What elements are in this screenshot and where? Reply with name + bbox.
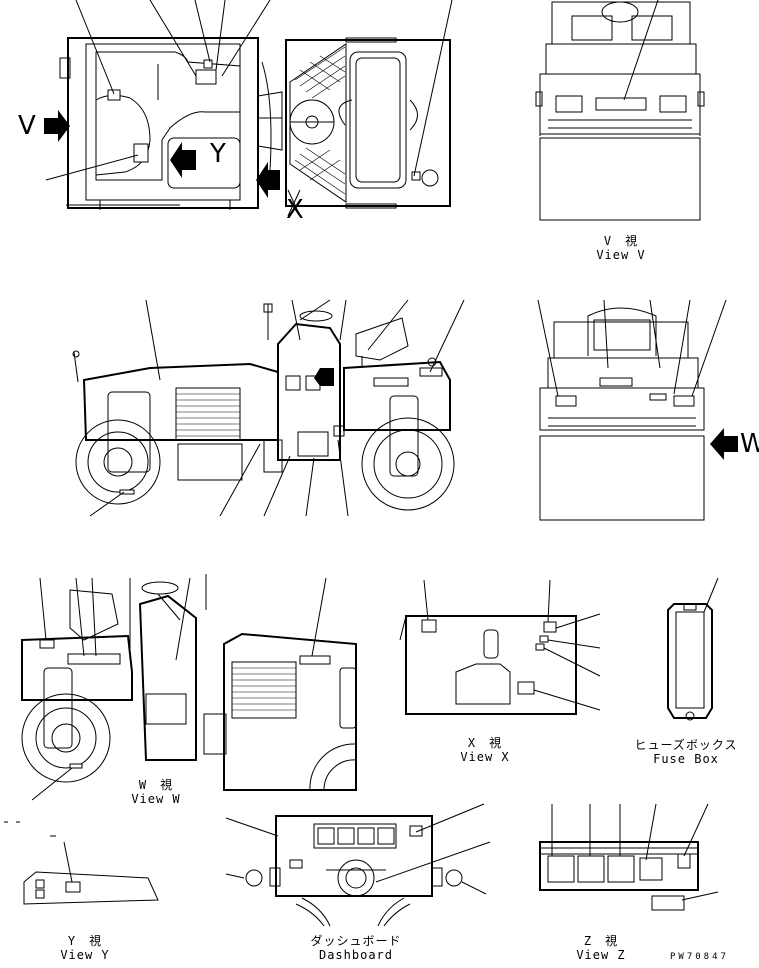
view-w-label-jp: W 視 xyxy=(138,778,174,792)
fuse-box-caption: ヒューズボックス Fuse Box xyxy=(630,738,742,766)
part-number: PW70847 xyxy=(670,952,729,962)
view-arrow-icon xyxy=(710,428,738,460)
view-x-drawing xyxy=(399,579,601,715)
fuse-box-label-en: Fuse Box xyxy=(653,752,719,766)
view-x-caption: X 視 View X xyxy=(450,736,520,764)
arrow-letter-x: X xyxy=(286,195,304,225)
view-w-label-en: View W xyxy=(131,792,181,806)
side-elevation-view xyxy=(72,299,465,517)
view-y-label-jp: Y 視 xyxy=(67,934,103,948)
view-v-label-en: View V xyxy=(596,248,646,262)
view-v-caption: V 視 View V xyxy=(586,234,656,262)
arrow-letter-y: Y xyxy=(210,139,226,169)
view-w-caption: W 視 View W xyxy=(116,778,196,806)
top-plan-view xyxy=(44,0,453,217)
view-arrow-icon xyxy=(170,142,196,178)
view-x-label-en: View X xyxy=(460,750,510,764)
dashboard-label-jp: ダッシュボード xyxy=(310,934,402,948)
view-w-side-drawing xyxy=(21,574,357,801)
view-arrow-icon xyxy=(256,162,280,198)
view-z-caption: Z 視 View Z xyxy=(566,934,636,962)
view-v-label-jp: V 視 xyxy=(603,234,639,248)
arrow-letter-v: V xyxy=(18,111,36,141)
view-z-label-jp: Z 視 xyxy=(583,934,619,948)
view-y-caption: Y 視 View Y xyxy=(50,934,120,962)
view-arrow-icon xyxy=(314,368,334,386)
arrow-letter-w: W xyxy=(740,429,759,459)
view-z-drawing xyxy=(539,803,719,911)
view-x-label-jp: X 視 xyxy=(467,736,503,750)
view-v-drawing xyxy=(535,0,705,221)
view-w-drawing xyxy=(537,299,738,521)
dashboard-label-en: Dashboard xyxy=(318,948,394,962)
fuse-box-drawing xyxy=(667,577,719,721)
view-arrow-icon xyxy=(44,110,70,142)
view-y-drawing xyxy=(4,821,159,905)
fuse-box-label-jp: ヒューズボックス xyxy=(634,738,738,752)
view-z-label-en: View Z xyxy=(576,948,626,962)
view-y-label-en: View Y xyxy=(60,948,110,962)
dashboard-caption: ダッシュボード Dashboard xyxy=(298,934,414,962)
dashboard-drawing xyxy=(225,803,491,927)
